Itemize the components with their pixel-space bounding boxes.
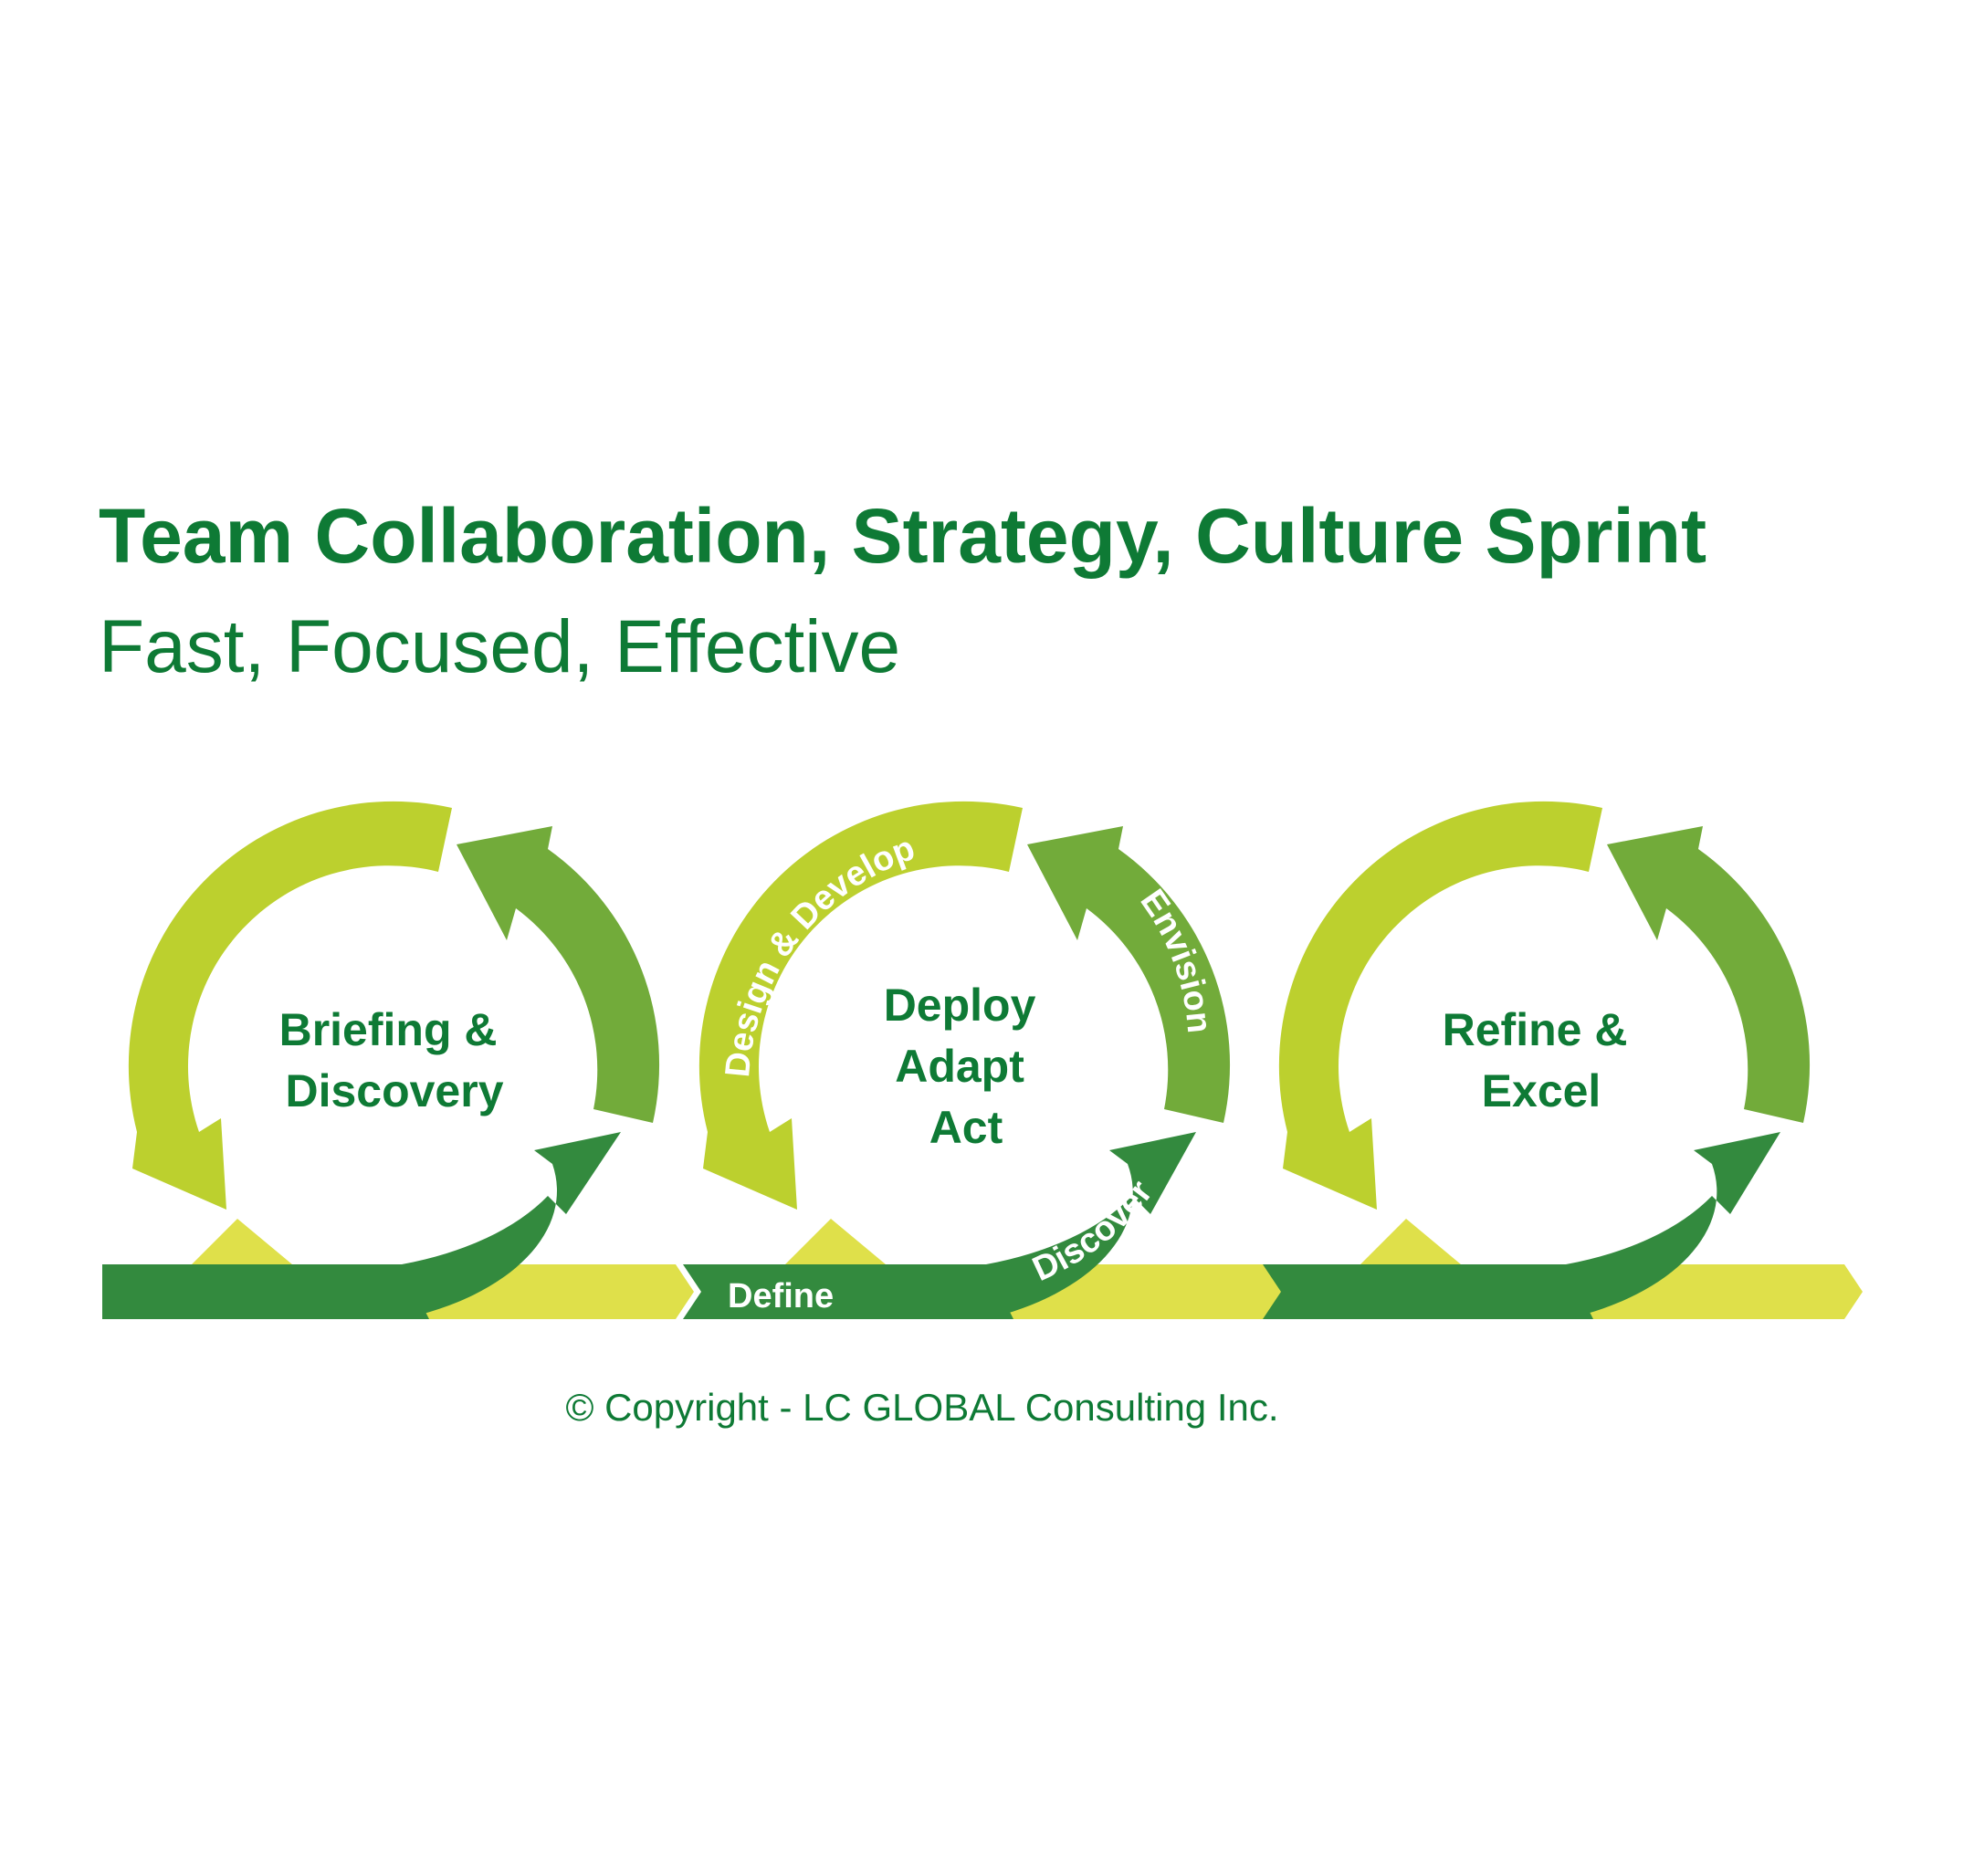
cycle-1-label-line-1: Briefing &	[279, 1004, 498, 1055]
cycle-1-label-line-2: Discovery	[285, 1065, 503, 1116]
cycle-1-label: Briefing & Discovery	[279, 1004, 510, 1116]
cycle-2-dark-arrow	[986, 1132, 1196, 1319]
cycle-2-label-line-2: Adapt	[895, 1041, 1024, 1092]
cycle-3-mid-arrow	[1607, 826, 1811, 1123]
cycle-1-mid-arrow	[457, 826, 660, 1123]
cycle-3-dark-arrow	[1566, 1132, 1780, 1319]
cycle-3-lime-arrow	[1278, 801, 1602, 1210]
define-label: Define	[728, 1277, 834, 1315]
chevron-band-dark-2	[683, 1264, 1013, 1319]
page-title: Team Collaboration, Strategy, Culture Sp…	[99, 493, 1707, 579]
cycle-2-mid-arrow	[1027, 826, 1231, 1123]
cycle-1-lime-arrow	[128, 801, 452, 1210]
chevron-band-dark-1	[102, 1264, 429, 1319]
cycle-1-dark-arrow	[402, 1132, 621, 1319]
cycle-2-label: Deploy Adapt Act	[884, 980, 1049, 1153]
cycle-3-arrows	[1278, 801, 1811, 1319]
cycle-1-arrows	[128, 801, 660, 1319]
page-subtitle: Fast, Focused, Effective	[99, 605, 901, 688]
cycle-3-label: Refine & Excel	[1443, 1004, 1641, 1116]
cycle-2-lime-arrow	[698, 801, 1023, 1210]
cycle-2-label-line-3: Act	[929, 1102, 1003, 1153]
cycle-3-label-line-2: Excel	[1482, 1065, 1601, 1116]
cycle-2-label-line-1: Deploy	[884, 980, 1036, 1031]
cycle-2-arrows	[698, 801, 1231, 1319]
cycle-3-label-line-1: Refine &	[1443, 1004, 1628, 1055]
copyright-notice: © Copyright - LC GLOBAL Consulting Inc.	[565, 1386, 1279, 1429]
chevron-band-dark-3	[1263, 1264, 1593, 1319]
